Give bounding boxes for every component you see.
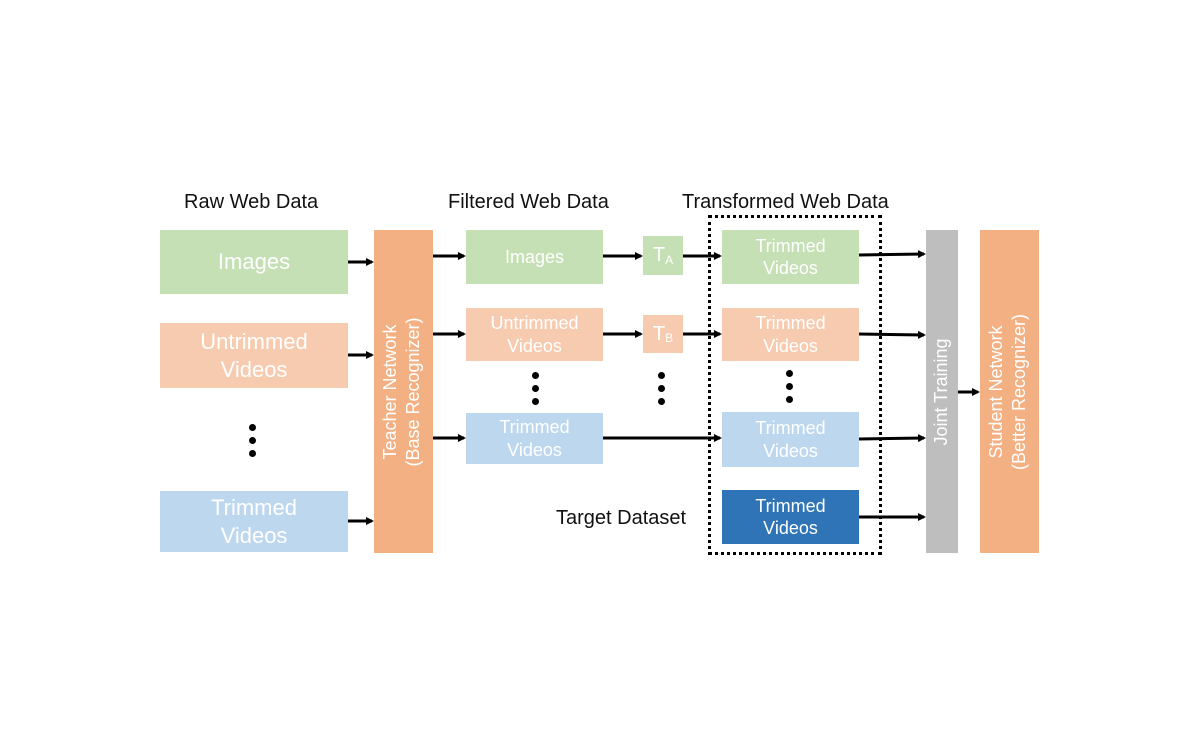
- heading-target-dataset: Target Dataset: [556, 507, 687, 529]
- filtered-ellipsis-dot-2: [532, 385, 539, 392]
- transformed-trimmed-videos-box-3: Trimmed Videos: [722, 412, 859, 467]
- filtered-images-label: Images: [504, 246, 565, 267]
- transformed-trimmed-videos-box-1: Trimmed Videos: [722, 230, 859, 284]
- transformed-row3-label-line1: Trimmed: [755, 418, 826, 438]
- transformed-row2-label-line2: Videos: [763, 335, 818, 356]
- filtered-untrimmed-label-line1: Untrimmed: [490, 313, 579, 333]
- transform-b-letter: T: [652, 322, 666, 345]
- raw-trimmed-videos-box: Trimmed Videos: [160, 491, 348, 552]
- raw-untrimmed-label-line2: Videos: [220, 356, 288, 382]
- target-trimmed-videos-box: Trimmed Videos: [722, 490, 859, 544]
- filtered-trimmed-label-line1: Trimmed: [499, 417, 570, 437]
- raw-untrimmed-label-line1: Untrimmed: [200, 329, 308, 354]
- transformed-row1-label-line1: Trimmed: [755, 235, 826, 256]
- filtered-trimmed-videos-box: Trimmed Videos: [466, 413, 603, 464]
- filtered-images-box: Images: [466, 230, 603, 284]
- transformed-row3-label-line2: Videos: [763, 440, 818, 461]
- transform-a-letter: T: [652, 244, 666, 266]
- raw-trimmed-label-line1: Trimmed: [211, 495, 297, 520]
- teacher-network-box: [374, 230, 433, 553]
- filtered-untrimmed-label-line2: Videos: [507, 335, 562, 356]
- filtered-ellipsis-dot-3: [532, 398, 539, 405]
- target-label-line2: Videos: [763, 518, 818, 538]
- target-label-line1: Trimmed: [755, 495, 826, 516]
- transformed-ellipsis-dot-2: [786, 383, 793, 390]
- transform-a-subscript: A: [665, 252, 674, 267]
- heading-transformed-web-data: Transformed Web Data: [682, 191, 889, 213]
- filtered-untrimmed-videos-box: Untrimmed Videos: [466, 308, 603, 361]
- raw-untrimmed-videos-box: Untrimmed Videos: [160, 323, 348, 388]
- transform-ellipsis-dot-3: [658, 398, 665, 405]
- transformed-row2-label-line1: Trimmed: [755, 313, 826, 333]
- transform-b-subscript: B: [665, 331, 674, 345]
- joint-training-box: [926, 230, 958, 553]
- raw-images-box: Images: [160, 230, 348, 294]
- raw-ellipsis-dot-3: [249, 450, 256, 457]
- transformed-row1-label-line2: Videos: [763, 258, 818, 278]
- transform-ellipsis-dot-1: [658, 372, 665, 379]
- arrow-transformed-2-to-joint: [858, 330, 926, 339]
- arrow-transformed-3-to-joint: [858, 434, 926, 443]
- transformed-ellipsis-dot-1: [786, 370, 793, 377]
- transformed-ellipsis-dot-3: [786, 396, 793, 403]
- student-network-box: [980, 230, 1039, 553]
- heading-filtered-web-data: Filtered Web Data: [448, 191, 609, 213]
- raw-ellipsis-dot-1: [249, 424, 256, 431]
- arrow-transformed-1-to-joint: [858, 250, 926, 259]
- heading-raw-web-data: Raw Web Data: [184, 191, 319, 213]
- transformed-trimmed-videos-box-2: Trimmed Videos: [722, 308, 859, 361]
- raw-images-label: Images: [217, 249, 291, 275]
- transform-ellipsis-dot-2: [658, 385, 665, 392]
- filtered-trimmed-label-line2: Videos: [507, 439, 562, 460]
- filtered-ellipsis-dot-1: [532, 372, 539, 379]
- raw-trimmed-label-line2: Videos: [220, 522, 288, 548]
- raw-ellipsis-dot-2: [249, 437, 256, 444]
- transformed-data-group-border: [708, 215, 882, 555]
